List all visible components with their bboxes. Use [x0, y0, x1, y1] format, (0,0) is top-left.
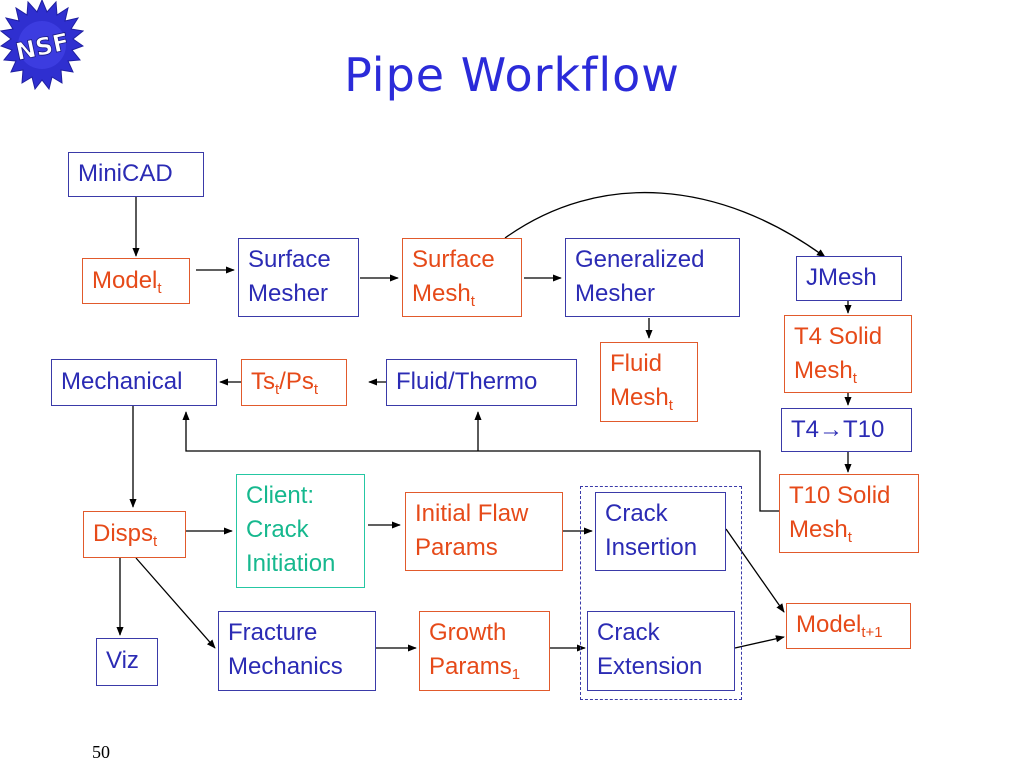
node-t4-solid-mesh-t: T4 Solid Mesht: [784, 315, 912, 393]
arrow-disps-to-fracture-mechanics: [135, 557, 216, 649]
node-model-t: Modelt: [82, 258, 190, 304]
node-initial-flaw-params: Initial Flaw Params: [405, 492, 563, 571]
node-fluid-thermo: Fluid/Thermo: [386, 359, 577, 406]
node-fluid-mesh-t: Fluid Mesht: [600, 342, 698, 422]
arrow-crack-extension-to-model-t1: [734, 635, 785, 649]
arrow-surface-mesh-to-jmesh: [504, 191, 826, 258]
node-fracture-mechanics: Fracture Mechanics: [218, 611, 376, 691]
node-surface-mesher: Surface Mesher: [238, 238, 359, 317]
node-crack-insertion: Crack Insertion: [595, 492, 726, 571]
arrow-t10-to-mechanical: [182, 411, 779, 512]
crack-group-dashed-outline: [580, 486, 742, 700]
node-t4-to-t10: T4→T10: [781, 408, 912, 452]
node-generalized-mesher: Generalized Mesher: [565, 238, 740, 317]
node-minicad: MiniCAD: [68, 152, 204, 197]
node-t10-solid-mesh-t: T10 Solid Mesht: [779, 474, 919, 553]
node-ts-ps-t: Tst/Pst: [241, 359, 347, 406]
page-title: Pipe Workflow: [344, 48, 680, 102]
node-surface-mesh-t: Surface Mesht: [402, 238, 522, 317]
node-growth-params-1: Growth Params1: [419, 611, 550, 691]
node-jmesh: JMesh: [796, 256, 902, 301]
arrow-crack-insertion-to-model-t1: [725, 528, 785, 613]
node-disps-t: Dispst: [83, 511, 186, 558]
node-crack-extension: Crack Extension: [587, 611, 735, 691]
node-mechanical: Mechanical: [51, 359, 217, 406]
page-number: 50: [92, 742, 110, 762]
node-client-crack-initiation: Client: Crack Initiation: [236, 474, 365, 588]
nsf-logo: NSF: [0, 0, 84, 90]
node-model-t1: Modelt+1: [786, 603, 911, 649]
nsf-logo-globe: [18, 21, 66, 69]
node-viz: Viz: [96, 638, 158, 686]
